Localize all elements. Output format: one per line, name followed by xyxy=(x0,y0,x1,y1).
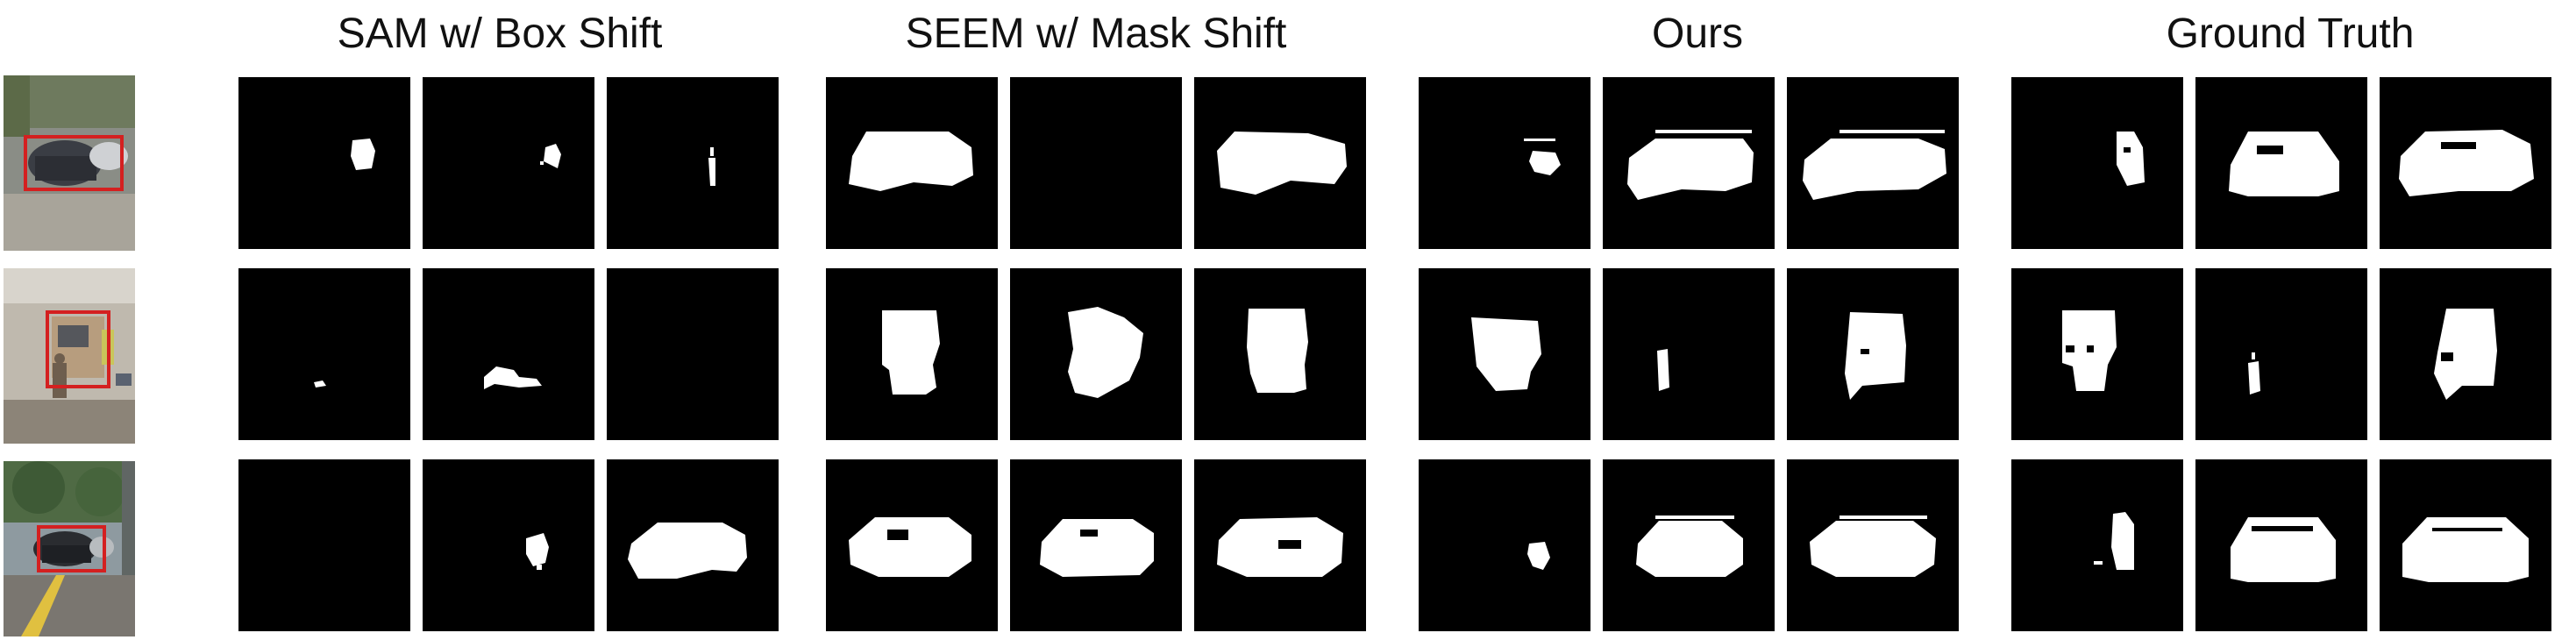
mask-gt-row-3-col-3 xyxy=(2380,459,2551,631)
mask-seem-row-2-col-1 xyxy=(826,268,998,440)
mask-ours-row-2-col-3 xyxy=(1787,268,1959,440)
mask-gt-row-2-col-3 xyxy=(2380,268,2551,440)
mask-sam-row-3-col-2 xyxy=(423,459,594,631)
mask-seem-row-1-col-1 xyxy=(826,77,998,249)
mask-seem-row-1-col-3 xyxy=(1194,77,1366,249)
mask-ours-row-3-col-2 xyxy=(1603,459,1775,631)
mask-sam-row-2-col-1 xyxy=(238,268,410,440)
source-image-row-2 xyxy=(4,268,135,444)
mask-seem-row-3-col-3 xyxy=(1194,459,1366,631)
title-seem: SEEM w/ Mask Shift xyxy=(905,11,1287,57)
title-ours: Ours xyxy=(1651,11,1743,57)
mask-gt-row-3-col-2 xyxy=(2195,459,2367,631)
mask-gt-row-2-col-2 xyxy=(2195,268,2367,440)
mask-ours-row-3-col-1 xyxy=(1419,459,1590,631)
mask-ours-row-1-col-2 xyxy=(1603,77,1775,249)
mask-ours-row-3-col-3 xyxy=(1787,459,1959,631)
mask-gt-row-1-col-3 xyxy=(2380,77,2551,249)
mask-sam-row-2-col-2 xyxy=(423,268,594,440)
mask-ours-row-2-col-2 xyxy=(1603,268,1775,440)
mask-sam-row-1-col-3 xyxy=(607,77,779,249)
mask-gt-row-1-col-1 xyxy=(2011,77,2183,249)
mask-ours-row-1-col-3 xyxy=(1787,77,1959,249)
mask-seem-row-2-col-2 xyxy=(1010,268,1182,440)
mask-sam-row-3-col-1 xyxy=(238,459,410,631)
mask-gt-row-2-col-1 xyxy=(2011,268,2183,440)
mask-seem-row-1-col-2 xyxy=(1010,77,1182,249)
mask-sam-row-2-col-3 xyxy=(607,268,779,440)
mask-sam-row-1-col-2 xyxy=(423,77,594,249)
mask-sam-row-3-col-3 xyxy=(607,459,779,631)
mask-gt-row-3-col-1 xyxy=(2011,459,2183,631)
mask-seem-row-2-col-3 xyxy=(1194,268,1366,440)
source-image-row-1 xyxy=(4,75,135,251)
mask-seem-row-3-col-1 xyxy=(826,459,998,631)
mask-sam-row-1-col-1 xyxy=(238,77,410,249)
title-gt: Ground Truth xyxy=(2166,11,2415,57)
source-image-row-3 xyxy=(4,461,135,636)
mask-ours-row-2-col-1 xyxy=(1419,268,1590,440)
mask-ours-row-1-col-1 xyxy=(1419,77,1590,249)
mask-seem-row-3-col-2 xyxy=(1010,459,1182,631)
title-sam: SAM w/ Box Shift xyxy=(337,11,663,57)
mask-gt-row-1-col-2 xyxy=(2195,77,2367,249)
